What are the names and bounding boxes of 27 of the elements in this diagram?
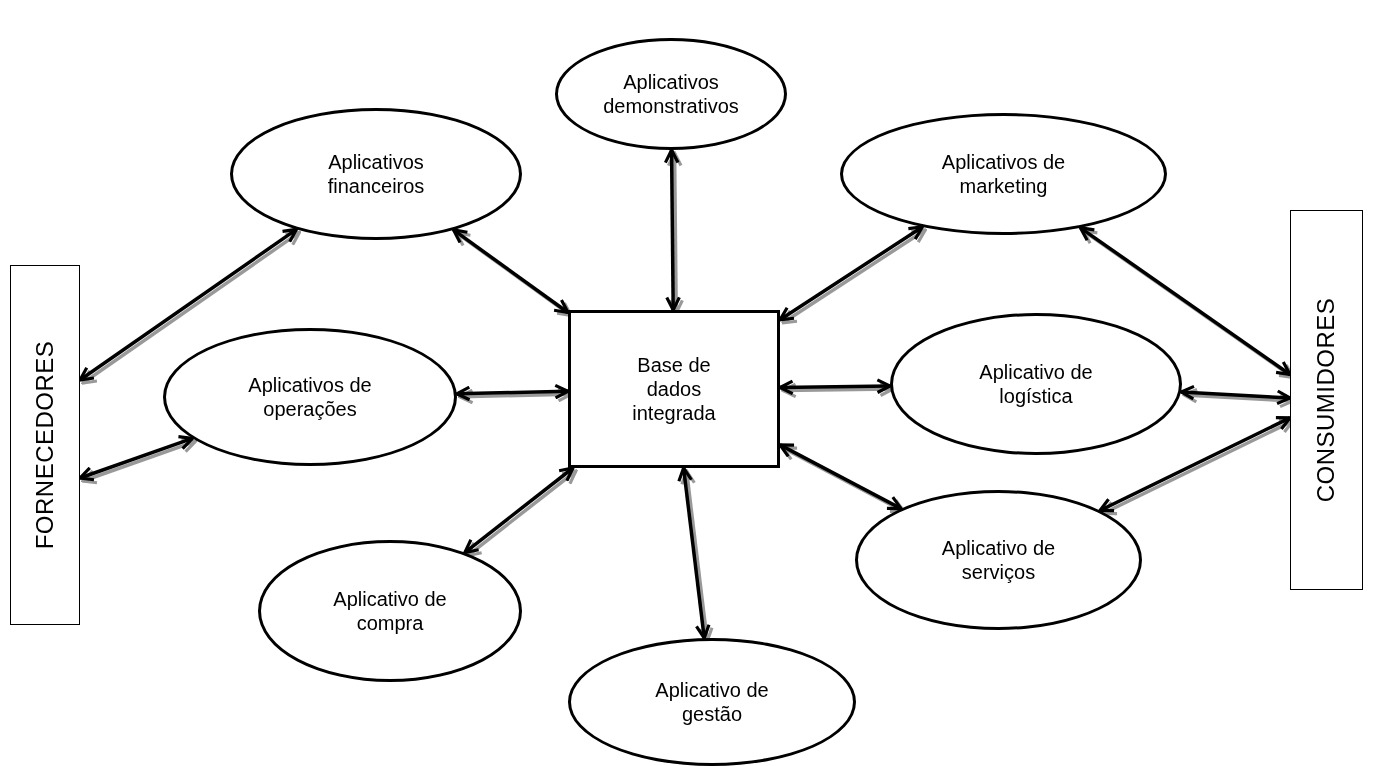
node-label: Base de dados integrada: [631, 353, 717, 425]
vertical-label: FORNECEDORES: [31, 340, 59, 550]
node-label: Aplicativo de compra: [332, 587, 448, 635]
node-label: Aplicativo de gestão: [654, 678, 770, 726]
node-label: Aplicativos demonstrativos: [602, 70, 740, 118]
double-arrow: [78, 435, 194, 482]
node-label: Aplicativos de operações: [247, 373, 373, 421]
double-arrow: [677, 466, 711, 640]
node-label: Aplicativo de logística: [978, 360, 1094, 408]
double-arrow: [1078, 226, 1292, 377]
double-arrow: [455, 383, 570, 402]
double-arrow: [778, 443, 903, 511]
double-arrow: [1098, 416, 1292, 513]
side-box: [1290, 210, 1363, 590]
double-arrow: [663, 148, 681, 312]
node-label: Aplicativos de marketing: [940, 150, 1067, 198]
double-arrow: [778, 225, 924, 322]
double-arrow: [463, 466, 575, 555]
double-arrow: [78, 227, 299, 382]
node-label: Aplicativo de serviços: [940, 536, 1057, 584]
double-arrow: [778, 378, 892, 396]
node-label: Aplicativos financeiros: [326, 150, 426, 198]
double-arrow: [1179, 384, 1292, 406]
double-arrow: [451, 228, 570, 315]
vertical-label: CONSUMIDORES: [1312, 297, 1341, 503]
side-box: [10, 265, 80, 625]
database-box: [568, 310, 780, 468]
